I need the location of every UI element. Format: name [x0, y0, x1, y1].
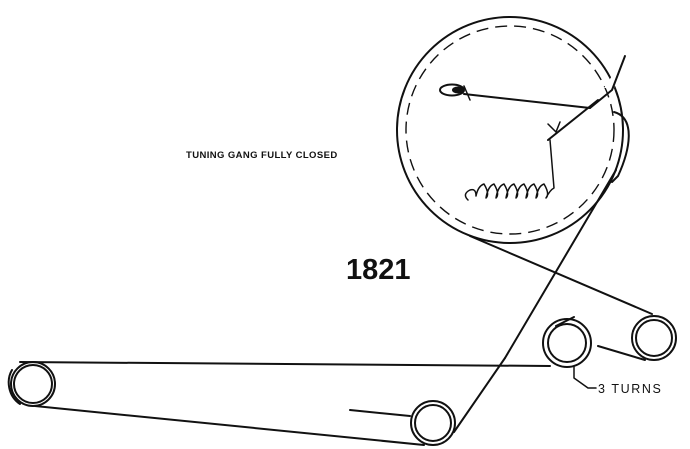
drum-slot-mask — [604, 56, 625, 88]
cord-left-pulley-wrap — [7, 369, 21, 405]
pulley-middle — [542, 318, 592, 368]
cord-drum-to-lower-left — [504, 169, 617, 359]
cord-anchor-eyelet — [439, 83, 471, 101]
cord-diagonal-to-bottom-pulley — [453, 357, 506, 433]
cord-drum-to-right-pulley — [469, 235, 653, 315]
cord-bottom-long-run — [34, 405, 425, 446]
cord-drum-wrap-right — [611, 111, 630, 183]
caption-text: TUNING GANG FULLY CLOSED — [186, 150, 338, 161]
pulley-right — [631, 315, 677, 361]
drum-outer-circle — [396, 16, 624, 244]
cord-right-pulley-bottom — [597, 345, 646, 361]
model-number: 1821 — [346, 254, 411, 286]
tuning-drum — [396, 16, 625, 244]
cord-inner-top-run — [463, 93, 591, 109]
cord-hook-tip — [547, 121, 561, 133]
drum-inner-dashed-circle — [405, 25, 615, 235]
tension-spring — [464, 139, 555, 201]
cord-top-long-run — [19, 361, 551, 367]
pulley-bottom — [410, 400, 456, 446]
cord-to-spring — [547, 99, 599, 141]
pulley-left — [10, 361, 56, 407]
turns-leader-line — [573, 365, 597, 389]
cord-slot-exit — [589, 55, 626, 109]
turns-label: 3 TURNS — [598, 382, 662, 396]
cord-bottom-pulley-left — [349, 409, 411, 417]
